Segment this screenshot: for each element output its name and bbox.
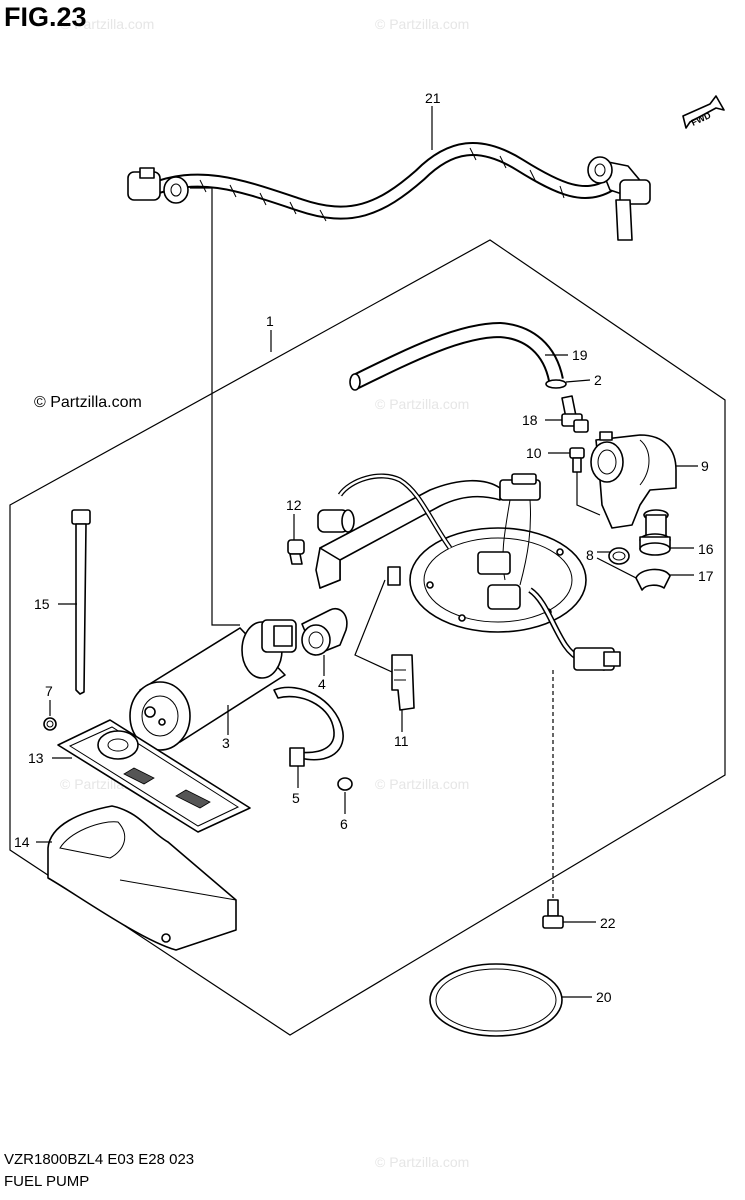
callout-9: 9 [701, 458, 709, 474]
callout-10: 10 [526, 445, 542, 461]
callout-20: 20 [596, 989, 612, 1005]
callout-2: 2 [594, 372, 602, 388]
figure-name: FUEL PUMP [4, 1173, 90, 1190]
callout-8: 8 [586, 547, 594, 563]
copyright-notice: © Partzilla.com [34, 394, 142, 411]
callout-5: 5 [292, 790, 300, 806]
watermark: © Partzilla.com [375, 396, 470, 412]
fuel-filter-13[interactable] [57, 719, 251, 833]
callout-11: 11 [394, 733, 409, 749]
callout-14: 14 [14, 834, 30, 850]
bracket-11[interactable] [391, 654, 415, 711]
screw-6[interactable] [337, 777, 353, 791]
regulator-16[interactable] [639, 509, 671, 556]
fuel-hose-21[interactable] [127, 142, 651, 241]
watermark: © Partzilla.com [375, 776, 470, 792]
callout-6: 6 [340, 816, 348, 832]
fwd-arrow-icon: FWD [682, 95, 725, 129]
model-code: VZR1800BZL4 E03 E28 023 [4, 1151, 195, 1168]
o-ring-8[interactable] [608, 547, 630, 565]
clip-17[interactable] [635, 568, 671, 591]
cable-tie-15[interactable] [71, 509, 91, 695]
callout-1: 1 [266, 313, 274, 329]
level-sensor-12[interactable] [287, 539, 305, 565]
callout-13: 13 [28, 750, 44, 766]
callout-19: 19 [572, 347, 588, 363]
callout-7: 7 [45, 683, 53, 699]
figure-title: FIG.23 [4, 2, 87, 32]
callout-16: 16 [698, 541, 714, 557]
callout-15: 15 [34, 596, 50, 612]
band-5[interactable] [273, 686, 344, 767]
callout-4: 4 [318, 676, 326, 692]
regulator-housing-9[interactable] [590, 431, 677, 529]
filter-case-14[interactable] [47, 805, 237, 951]
callout-21: 21 [425, 90, 441, 106]
hose-19[interactable] [349, 321, 564, 391]
gasket-20[interactable] [429, 963, 563, 1037]
fitting-18[interactable] [561, 395, 589, 433]
watermark: © Partzilla.com [60, 16, 155, 32]
clamp-2[interactable] [545, 379, 567, 389]
callout-22: 22 [600, 915, 616, 931]
watermark: © Partzilla.com [375, 1154, 470, 1170]
watermark: © Partzilla.com [375, 16, 470, 32]
bolt-22[interactable] [542, 899, 564, 929]
washer-7[interactable] [43, 717, 57, 731]
callout-17: 17 [698, 568, 714, 584]
callout-12: 12 [286, 497, 302, 513]
callout-3: 3 [222, 735, 230, 751]
pump-flange-bracket [315, 473, 621, 671]
bolt-10[interactable] [569, 447, 585, 473]
callout-18: 18 [522, 412, 538, 428]
grommet-4[interactable] [301, 608, 348, 656]
assembly-boundary [9, 239, 726, 1036]
fuel-pump-3[interactable] [129, 619, 297, 751]
